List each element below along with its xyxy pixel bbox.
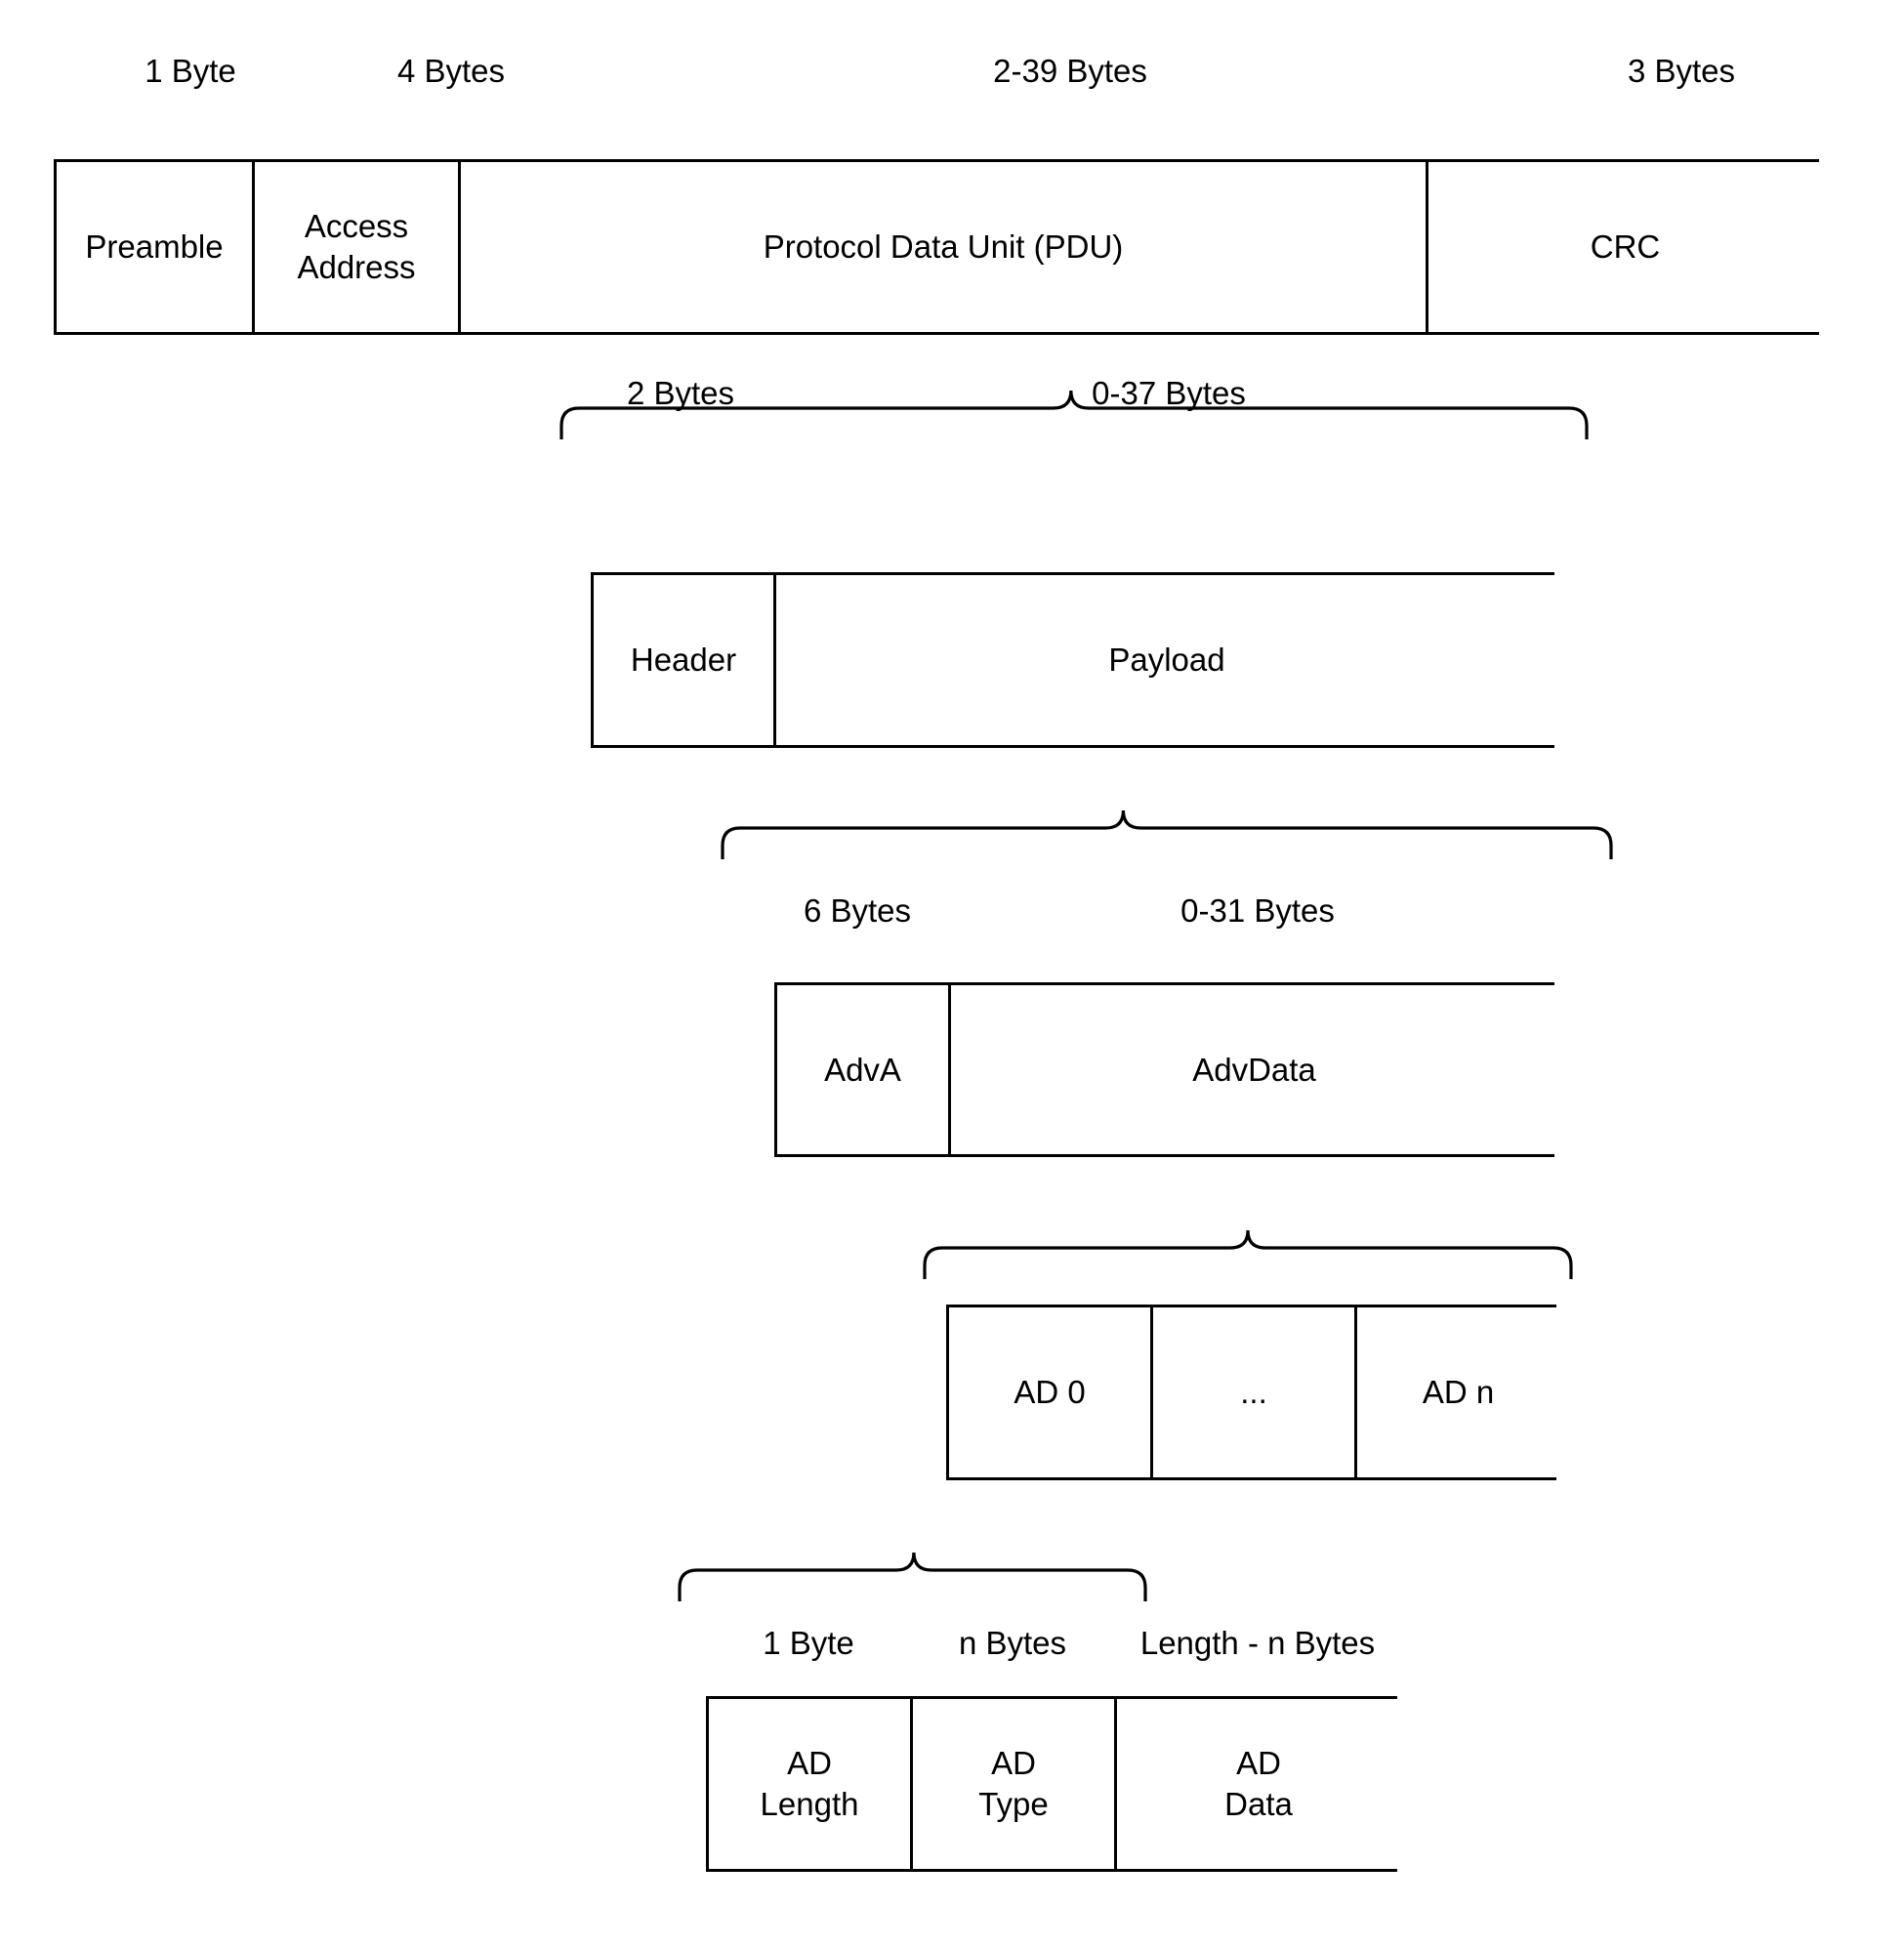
size-label-advertising-payload-0: 6 Bytes [803, 892, 912, 929]
size-label-pdu-1: 0-37 Bytes [1092, 375, 1246, 411]
field-cell-crc: CRC [1428, 162, 1822, 332]
field-cell-payload: Payload [776, 575, 1557, 745]
size-label-pdu-0: 2 Bytes [626, 375, 735, 411]
brace-pdu-to-header-payload [559, 390, 1589, 439]
field-cell-adva: AdvA [777, 985, 951, 1154]
field-row-advdata: AD 0...AD n [946, 1305, 1559, 1480]
field-cell-ad-length: AD Length [709, 1699, 913, 1869]
size-label-link-layer-packet-3: 3 Bytes [1627, 53, 1736, 89]
field-cell-ad-0: AD 0 [949, 1307, 1153, 1477]
field-cell-ad-ellipsis: ... [1153, 1307, 1357, 1477]
size-label-ad-structure-2: Length - n Bytes [1139, 1625, 1376, 1661]
brace-payload-to-adva-advdata [721, 809, 1613, 859]
size-label-ad-structure-0: 1 Byte [763, 1625, 854, 1661]
size-label-advertising-payload-1: 0-31 Bytes [1180, 892, 1335, 929]
field-cell-access-address: Access Address [255, 162, 461, 332]
field-cell-ad-type: AD Type [913, 1699, 1117, 1869]
brace-advdata-to-ad-list [923, 1229, 1573, 1279]
size-label-link-layer-packet-1: 4 Bytes [396, 53, 506, 89]
size-label-link-layer-packet-0: 1 Byte [145, 53, 236, 89]
field-cell-ad-data: AD Data [1117, 1699, 1400, 1869]
field-cell-protocol-data-unit: Protocol Data Unit (PDU) [461, 162, 1428, 332]
size-label-link-layer-packet-2: 2-39 Bytes [993, 53, 1147, 89]
size-label-ad-structure-1: n Bytes [958, 1625, 1067, 1661]
field-cell-preamble: Preamble [57, 162, 255, 332]
field-cell-header: Header [594, 575, 776, 745]
field-cell-ad-n: AD n [1357, 1307, 1559, 1477]
brace-ad0-to-ad-structure [678, 1552, 1147, 1601]
field-cell-advdata: AdvData [951, 985, 1557, 1154]
